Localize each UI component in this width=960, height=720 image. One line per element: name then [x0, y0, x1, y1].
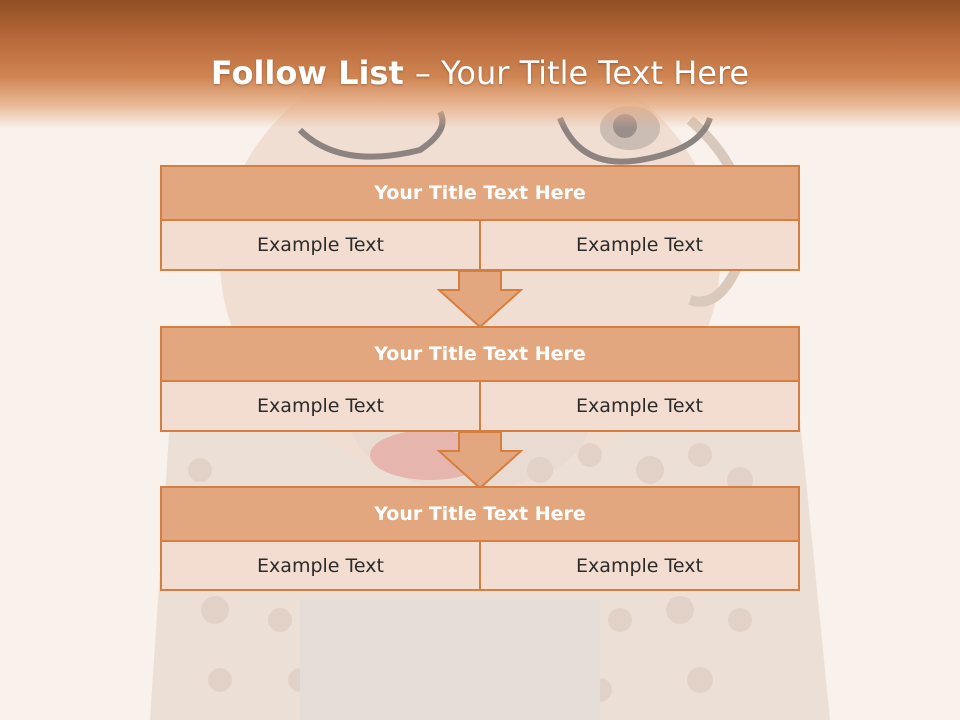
- step-block-2: Your Title Text Here Example Text Exampl…: [160, 326, 800, 432]
- step-1-right-text: Example Text: [481, 221, 800, 271]
- step-block-1: Your Title Text Here Example Text Exampl…: [160, 165, 800, 271]
- step-title-1: Your Title Text Here: [160, 165, 800, 221]
- step-block-3: Your Title Text Here Example Text Exampl…: [160, 486, 800, 591]
- step-3-right-text: Example Text: [481, 542, 800, 591]
- down-arrow-icon: [437, 431, 523, 489]
- step-row-1: Example Text Example Text: [160, 221, 800, 271]
- step-row-2: Example Text Example Text: [160, 382, 800, 432]
- step-3-left-text: Example Text: [160, 542, 481, 591]
- slide-title: Follow List – Your Title Text Here: [0, 54, 960, 92]
- step-1-left-text: Example Text: [160, 221, 481, 271]
- step-title-2: Your Title Text Here: [160, 326, 800, 382]
- step-2-right-text: Example Text: [481, 382, 800, 432]
- step-title-3: Your Title Text Here: [160, 486, 800, 542]
- slide-title-rest: – Your Title Text Here: [414, 54, 750, 92]
- title-banner: [0, 0, 960, 128]
- slide-title-bold: Follow List: [210, 54, 415, 92]
- step-row-3: Example Text Example Text: [160, 542, 800, 591]
- step-2-left-text: Example Text: [160, 382, 481, 432]
- down-arrow-icon: [437, 270, 523, 328]
